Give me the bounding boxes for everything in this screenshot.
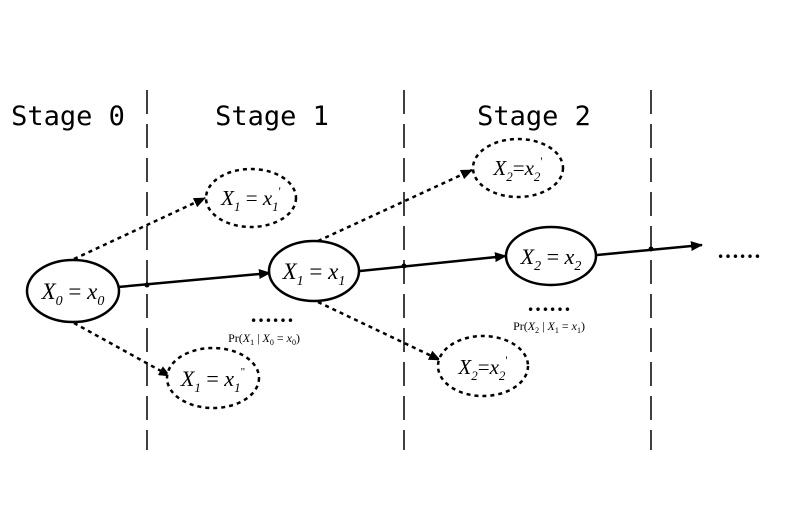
more-states-ellipsis: …… [527, 291, 571, 316]
junction-dot [648, 246, 654, 252]
transition-arrow [117, 269, 271, 289]
stage-label-0: Stage 0 [11, 101, 125, 132]
continuation-ellipsis: …… [717, 238, 761, 263]
alt-transition-arrow [73, 196, 206, 261]
svg-text:X2=x2': X2=x2' [457, 353, 507, 383]
state-node-x2-prime-bottom: X2=x2' [436, 334, 530, 398]
svg-text:X1 = x1: X1 = x1 [282, 259, 346, 289]
alt-transition-arrow [317, 168, 473, 243]
stage-label-2: Stage 2 [477, 101, 591, 132]
stage-label-1: Stage 1 [215, 101, 329, 132]
svg-text:X1 = x1": X1 = x1" [180, 366, 245, 395]
transition-arrow [359, 252, 507, 273]
alt-transition-arrow [317, 300, 441, 362]
alt-transition-arrow [73, 321, 171, 378]
svg-text:X0 = x0: X0 = x0 [41, 279, 105, 309]
state-node-x2: X2 = x2 [504, 225, 598, 287]
junction-dot [401, 263, 407, 269]
state-node-x1: X1 = x1 [267, 239, 361, 303]
state-node-x1-double-prime: X1 = x1" [165, 346, 261, 410]
state-node-x2-prime-top: X2=x2' [471, 137, 565, 199]
svg-text:X2=x2': X2=x2' [492, 154, 542, 184]
state-node-x1-prime: X1 = x1' [204, 167, 298, 229]
svg-text:X1 = x1': X1 = x1' [220, 184, 281, 214]
transition-probability-label: Pr(X1 | X0 = x0) [228, 331, 300, 347]
transition-probability-label: Pr(X2 | X1 = x1) [513, 319, 585, 335]
svg-text:X2 = x2: X2 = x2 [520, 244, 582, 274]
state-node-x0: X0 = x0 [25, 258, 121, 324]
junction-dot [144, 282, 150, 288]
more-states-ellipsis: …… [250, 302, 294, 327]
